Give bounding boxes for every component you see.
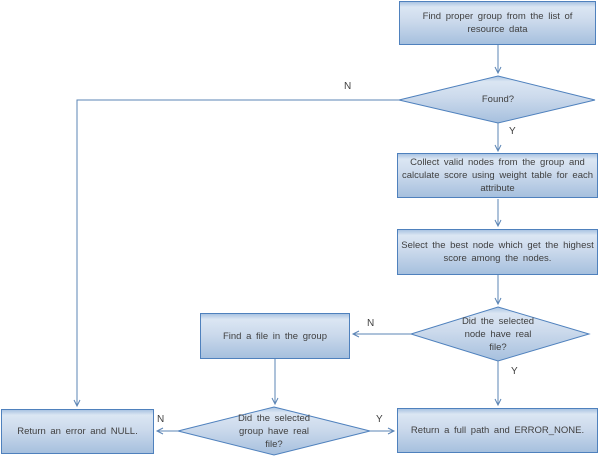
connector-found-no-to-return-error xyxy=(73,99,399,408)
node-find-file: Find a file in the group xyxy=(200,313,350,359)
node-find-group: Find proper group from the list of resou… xyxy=(399,1,596,45)
edge-label-group-no: N xyxy=(157,414,165,425)
node-select-best-label: Select the best node which get the highe… xyxy=(401,240,594,264)
node-collect-nodes-label: Collect valid nodes from the group and c… xyxy=(401,157,594,194)
node-return-path-label: Return a full path and ERROR_NONE. xyxy=(410,425,585,436)
decision-found-shape xyxy=(398,75,596,124)
node-collect-nodes: Collect valid nodes from the group and c… xyxy=(397,153,598,198)
edge-label-found-yes: Y xyxy=(509,126,516,137)
node-return-path: Return a full path and ERROR_NONE. xyxy=(397,408,598,453)
node-return-error: Return an error and NULL. xyxy=(1,409,154,454)
node-select-best: Select the best node which get the highe… xyxy=(397,229,598,275)
decision-group-has-file-shape xyxy=(177,406,371,456)
edge-label-group-yes: Y xyxy=(376,414,383,425)
edge-label-node-yes: Y xyxy=(511,366,518,377)
edge-label-node-no: N xyxy=(367,318,375,329)
node-find-group-label: Find proper group from the list of resou… xyxy=(422,11,573,35)
decision-node-has-file-shape xyxy=(409,306,591,362)
node-return-error-label: Return an error and NULL. xyxy=(17,426,138,437)
edge-label-found-no: N xyxy=(344,81,352,92)
node-find-file-label: Find a file in the group xyxy=(222,330,327,342)
